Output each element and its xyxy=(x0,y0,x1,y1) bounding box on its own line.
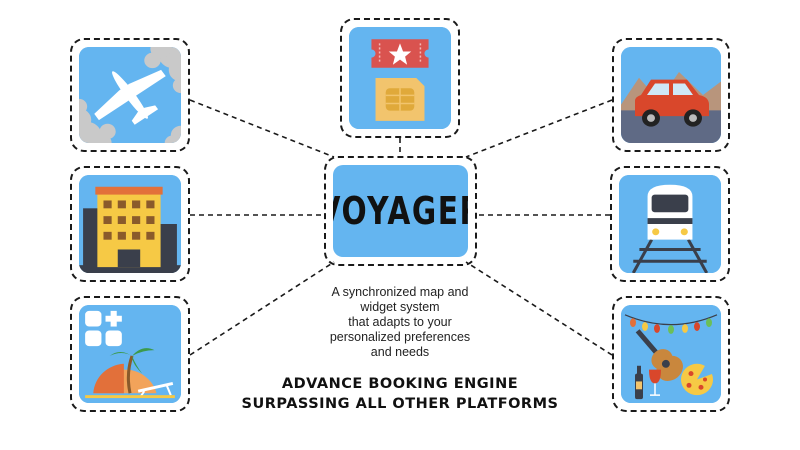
flight-node[interactable] xyxy=(70,38,190,152)
voyager-title: VOYAGER xyxy=(333,189,468,233)
beach-node[interactable] xyxy=(70,296,190,412)
beach-icon xyxy=(85,348,175,399)
train-icon xyxy=(619,175,721,273)
train-node[interactable] xyxy=(610,166,730,282)
widget-grid-icon xyxy=(85,310,122,347)
train-tile xyxy=(619,175,721,273)
hotel-tile xyxy=(79,175,181,273)
entertainment-node[interactable] xyxy=(612,296,730,412)
entertainment-tile xyxy=(621,305,721,403)
voyager-tile: VOYAGER xyxy=(333,165,468,257)
voyager-center-node[interactable]: VOYAGER xyxy=(324,156,477,266)
flight-tile xyxy=(79,47,181,143)
tagline: A synchronized map and widget system tha… xyxy=(290,285,510,360)
car-node[interactable] xyxy=(612,38,730,152)
sim-card-icon xyxy=(375,78,425,121)
headline-line-1: ADVANCE BOOKING ENGINE xyxy=(281,376,519,392)
events-tile xyxy=(349,27,451,129)
beach-tile xyxy=(79,305,181,403)
ticket-icon xyxy=(371,39,429,68)
events-artwork xyxy=(349,27,451,129)
beach-artwork xyxy=(79,305,181,403)
connector-beach xyxy=(189,261,335,356)
hotel-node[interactable] xyxy=(70,166,190,282)
headline: ADVANCE BOOKING ENGINE SURPASSING ALL OT… xyxy=(200,374,600,414)
tagline-line-1: A synchronized map and xyxy=(331,285,469,299)
connector-plane xyxy=(189,99,335,158)
tagline-line-2: widget system xyxy=(360,300,440,314)
car-icon xyxy=(621,47,721,143)
airplane-icon xyxy=(79,47,181,143)
tagline-line-5: and needs xyxy=(370,345,430,359)
party-icon xyxy=(621,305,721,403)
connector-car xyxy=(465,99,613,158)
tagline-line-3: that adapts to your xyxy=(348,315,452,329)
car-tile xyxy=(621,47,721,143)
tagline-line-4: personalized preferences xyxy=(329,330,471,344)
hotel-icon xyxy=(79,175,181,273)
events-node[interactable] xyxy=(340,18,460,138)
connector-party xyxy=(465,261,613,356)
headline-line-2: SURPASSING ALL OTHER PLATFORMS xyxy=(241,396,559,412)
